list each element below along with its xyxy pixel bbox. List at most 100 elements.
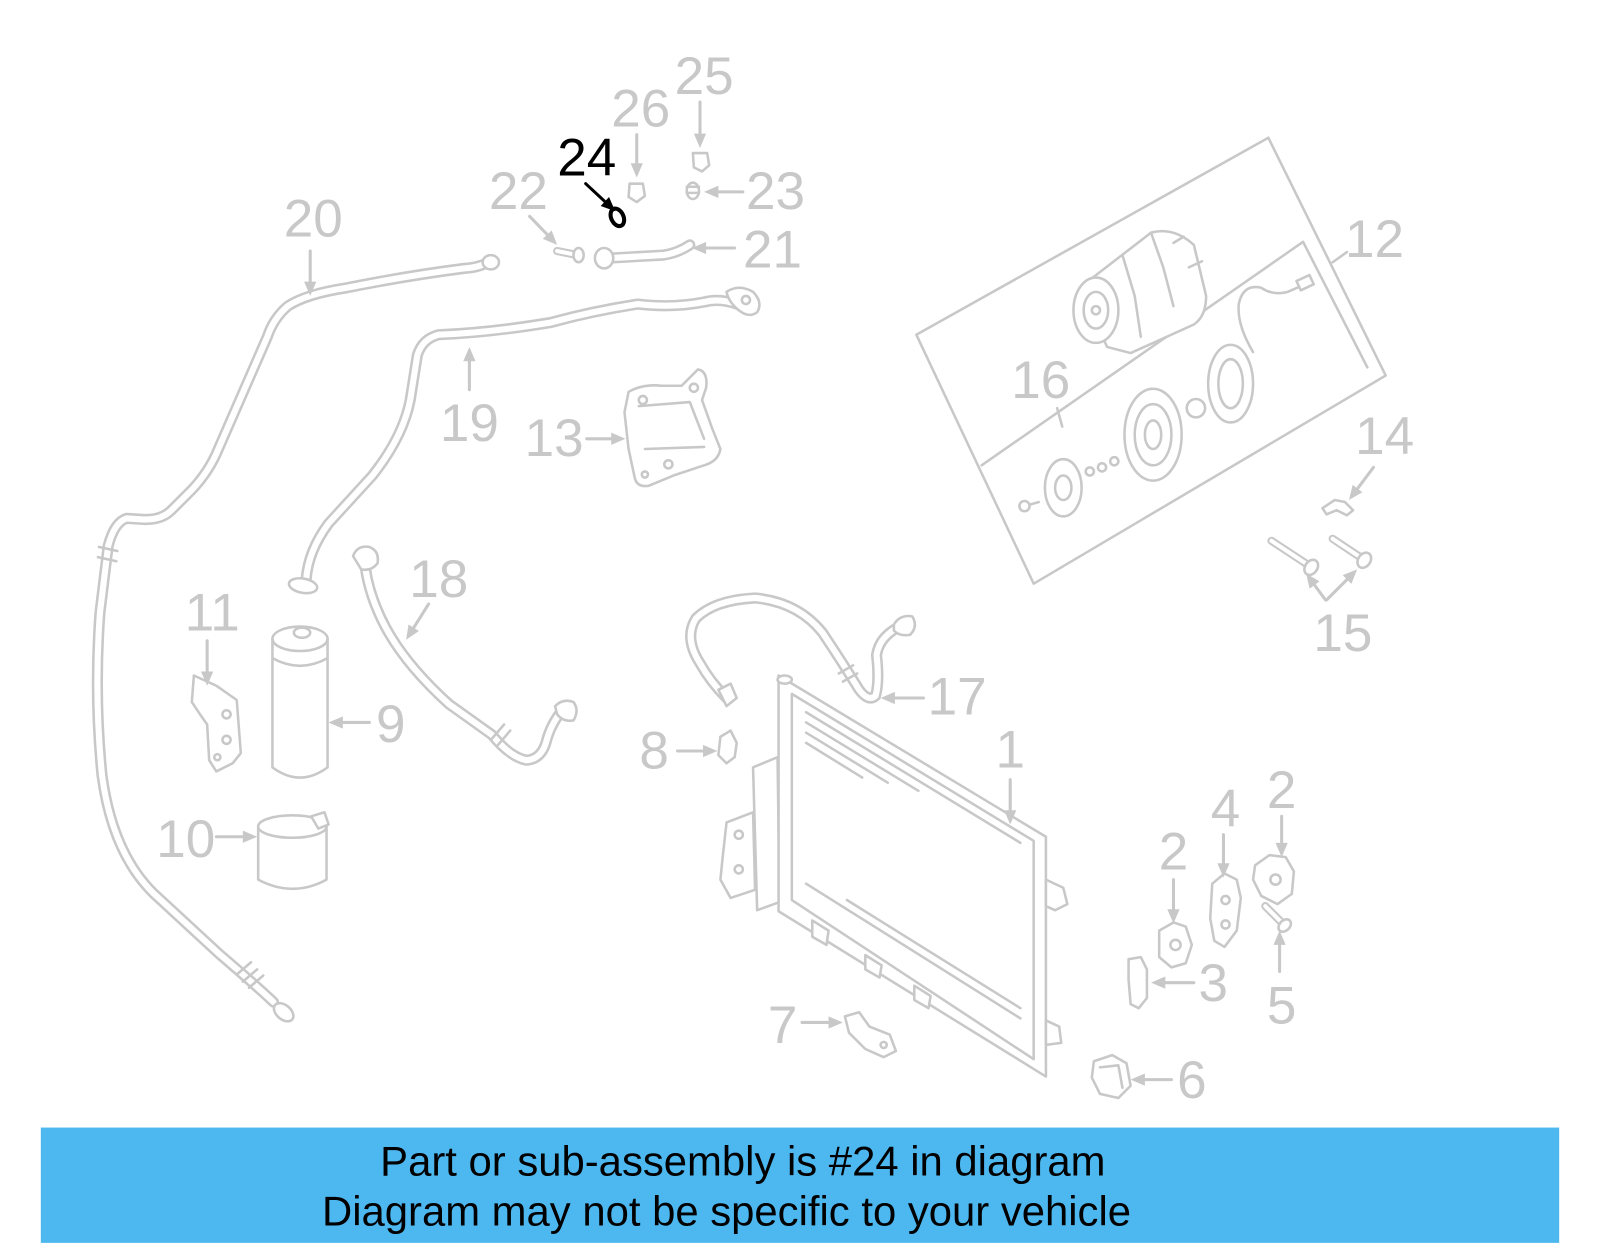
bracket-edge [1098, 1064, 1124, 1090]
condenser-mount-tab [864, 953, 883, 979]
pipe-nut [593, 246, 615, 270]
bracket-hole [1220, 919, 1231, 930]
clip-body [1321, 498, 1355, 517]
clutch-coil-inner [1217, 357, 1245, 410]
callout-6: 6 [1177, 1051, 1207, 1110]
arrowhead [201, 671, 214, 686]
leader-arrow-8 [676, 744, 718, 758]
callout-1: 1 [995, 720, 1025, 779]
part-25-cap [691, 151, 711, 173]
callout-labels: 25 26 24 22 23 21 20 12 16 19 13 14 18 1… [156, 47, 1414, 1110]
leader-arrow-5 [1273, 930, 1286, 973]
hose-end-fitting [892, 614, 917, 637]
condenser-fins [804, 710, 1022, 1020]
arrowhead [1273, 930, 1286, 945]
callout-11: 11 [185, 584, 240, 643]
clutch-hub [1043, 457, 1083, 518]
callout-10: 10 [156, 810, 215, 869]
fitting-threads [685, 185, 701, 195]
callout-17: 17 [928, 667, 987, 726]
bracket-hole [221, 734, 232, 746]
fitting-body [685, 181, 701, 201]
leader-arrow-25 [693, 100, 707, 148]
part-20-hose [91, 253, 501, 1023]
compressor-shaft [1090, 304, 1102, 316]
arrowhead [304, 281, 317, 296]
leader-arrow-7 [800, 1016, 843, 1029]
callout-2-lower: 2 [1159, 822, 1189, 881]
part-11-bracket [190, 674, 243, 773]
condenser-mount-tab [1044, 878, 1069, 912]
callout-22: 22 [489, 162, 548, 221]
callout-15: 15 [1313, 604, 1372, 663]
bolt-head [1277, 918, 1293, 934]
callout-25: 25 [675, 47, 734, 106]
callout-4: 4 [1211, 780, 1241, 839]
callout-18: 18 [409, 550, 468, 609]
hose-end-fitting [717, 682, 739, 708]
cap-body [627, 182, 647, 204]
hose-crimp-rings [235, 960, 265, 990]
callout-2-upper: 2 [1267, 761, 1297, 820]
clutch-shim [1108, 455, 1120, 467]
callout-16: 16 [1011, 351, 1070, 410]
condenser-cap [776, 674, 794, 685]
leader-arrows [201, 100, 1376, 1086]
bracket-hole [1269, 873, 1282, 886]
arrowhead [600, 197, 616, 212]
bracket-hole [663, 458, 674, 470]
leader-arrow-1 [1004, 778, 1017, 825]
clutch-bolt-head [1018, 499, 1031, 513]
leader-arrow-10 [214, 830, 258, 843]
callout-20: 20 [284, 190, 343, 249]
callout-9: 9 [376, 695, 406, 754]
part-14-clip [1321, 498, 1355, 517]
leader-line [1313, 583, 1328, 602]
band-body [256, 826, 328, 890]
bracket-body [1090, 1053, 1132, 1100]
compressor-pulley [1072, 276, 1120, 345]
arrowhead [691, 241, 707, 255]
callout-24-highlighted: 24 [557, 129, 616, 188]
callout-7: 7 [768, 996, 798, 1055]
bracket-body [1157, 921, 1194, 969]
leader-line-12 [1331, 250, 1349, 264]
callout-12: 12 [1345, 210, 1404, 269]
arrowhead [1342, 569, 1358, 584]
clutch-pulley-groove [1133, 402, 1173, 467]
leader-line [412, 602, 431, 630]
leader-arrow-19 [463, 346, 476, 392]
condenser-core-inner [790, 692, 1035, 1061]
clutch-shim [1096, 462, 1108, 473]
compressor-pulley-inner [1082, 290, 1110, 330]
clutch-pulley-bore [1143, 419, 1163, 451]
leader-line [584, 182, 607, 204]
arrowhead [242, 830, 258, 843]
callout-19: 19 [440, 394, 499, 453]
leader-arrow-22 [528, 214, 558, 245]
part-2-bracket-lower [1157, 921, 1194, 969]
clutch-pulley [1123, 387, 1183, 482]
arrowhead [542, 230, 558, 245]
leader-line-16 [1055, 406, 1064, 428]
clutch-coil [1206, 343, 1255, 424]
wire-connector [1295, 273, 1316, 292]
arrowhead [463, 346, 476, 362]
leader-arrow-2-lower [1167, 878, 1180, 924]
part-6-bracket [1090, 1053, 1132, 1100]
arrowhead [1217, 863, 1230, 878]
part-18-hose [351, 545, 578, 766]
arrowhead [1348, 484, 1363, 501]
arrowhead [406, 624, 419, 640]
banner-line-1: Part or sub-assembly is #24 in diagram [380, 1138, 1105, 1185]
leader-arrow-9 [328, 716, 371, 729]
bolt-shank-inner [1269, 538, 1313, 569]
bracket-hole [640, 470, 650, 479]
pipe-inner [605, 241, 693, 262]
part-21-pipe [593, 239, 696, 270]
part-19-hose [287, 286, 761, 595]
clutch-hub-inner [1053, 474, 1073, 502]
hose-end-fitting [272, 1001, 295, 1023]
callout-26: 26 [611, 80, 670, 139]
drier-port [292, 626, 312, 640]
